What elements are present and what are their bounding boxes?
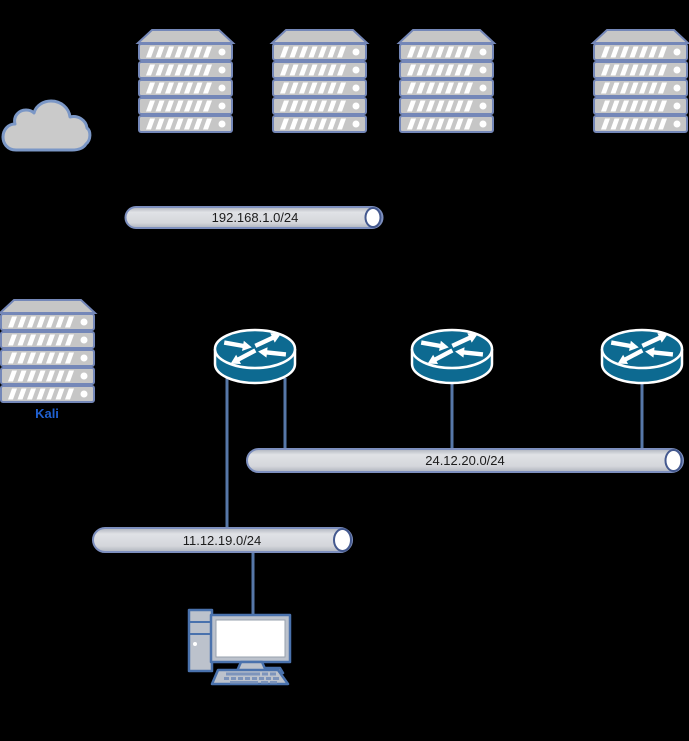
server-stack-icon [138,30,233,132]
network-segment-bus-3: 11.12.19.0/24 [92,527,353,553]
server-stack-icon [399,30,494,132]
kali-server-node: Kali [0,300,95,421]
keyboard-keys [224,672,279,684]
bus-end-cap [333,528,352,552]
router-icon [602,329,682,383]
tower-power-light [193,642,197,646]
kali-label: Kali [35,406,59,421]
bus-pipe [246,448,684,473]
bus-label: 11.12.19.0/24 [183,533,262,548]
bus-end-cap [364,207,382,228]
server-stack-icon [272,30,367,132]
cloud-icon [1,99,92,152]
router-icon [412,329,492,383]
network-segment-bus-1: 192.168.1.0/24 [124,206,384,229]
bus-pipe [124,206,384,229]
network-links [225,378,644,614]
network-segment-bus-2: 24.12.20.0/24 [246,448,684,473]
desktop-computer-icon [187,608,292,686]
bus-label: 192.168.1.0/24 [212,210,299,225]
server-stack-icon [593,30,688,132]
bus-label: 24.12.20.0/24 [425,453,505,468]
server-stack-icon [0,300,95,402]
monitor-screen [215,619,286,658]
bus-end-cap [664,449,683,472]
router-icon [215,329,295,383]
computer-tower [187,608,214,673]
